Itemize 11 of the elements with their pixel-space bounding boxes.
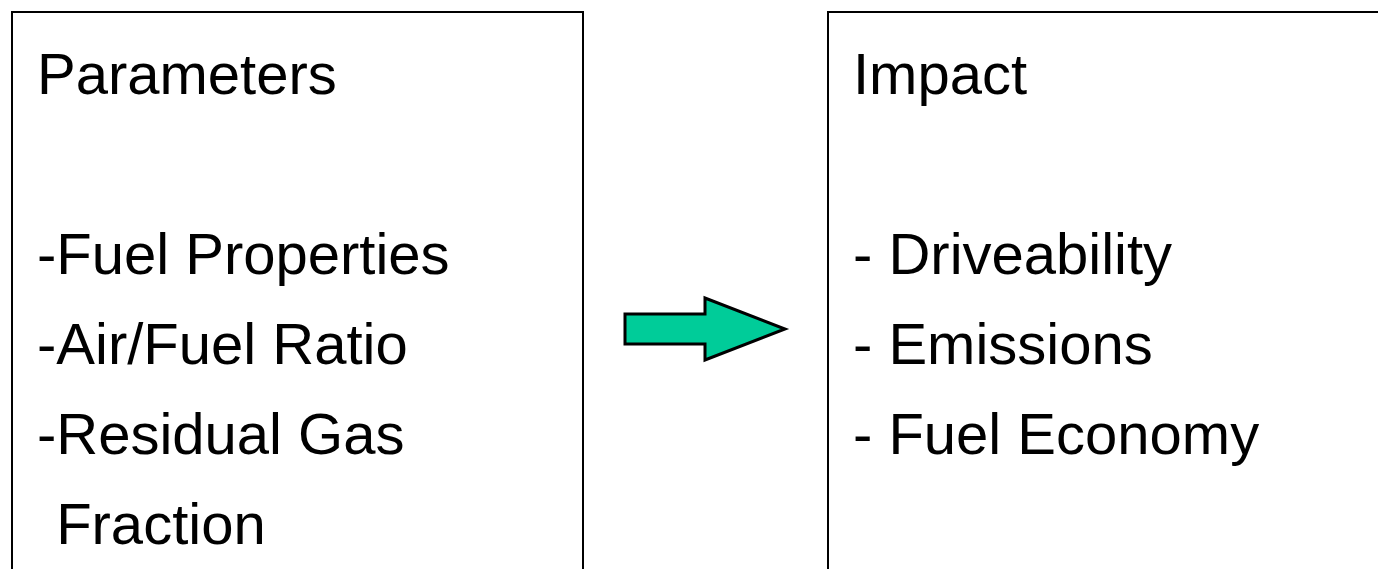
list-item: - Fuel Economy (853, 400, 1261, 468)
list-item: -Fuel Properties (37, 220, 451, 288)
list-item: - Emissions (853, 310, 1154, 378)
list-item: - Driveability (853, 220, 1174, 288)
text-box (827, 11, 1378, 569)
box-heading: Impact (853, 40, 1029, 108)
block-arrow (623, 295, 790, 363)
list-item: -Residual Gas Fraction (37, 400, 406, 558)
text-box (11, 11, 584, 569)
box-heading: Parameters (37, 40, 338, 108)
list-item: -Air/Fuel Ratio (37, 310, 409, 378)
